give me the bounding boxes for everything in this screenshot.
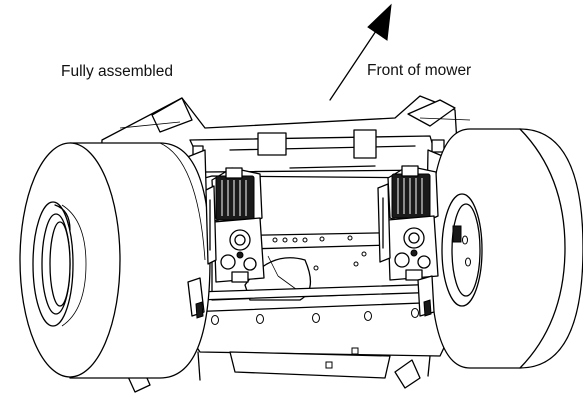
lower-deck	[124, 289, 451, 393]
axle-brackets	[187, 275, 435, 319]
left-wheel	[19, 142, 211, 379]
front-of-mower-label: Front of mower	[367, 62, 472, 79]
front-direction-arrow-icon	[329, 3, 392, 101]
left-motor	[205, 167, 265, 283]
right-wheel	[429, 128, 583, 369]
fully-assembled-label: Fully assembled	[61, 63, 173, 80]
right-motor	[377, 165, 439, 281]
